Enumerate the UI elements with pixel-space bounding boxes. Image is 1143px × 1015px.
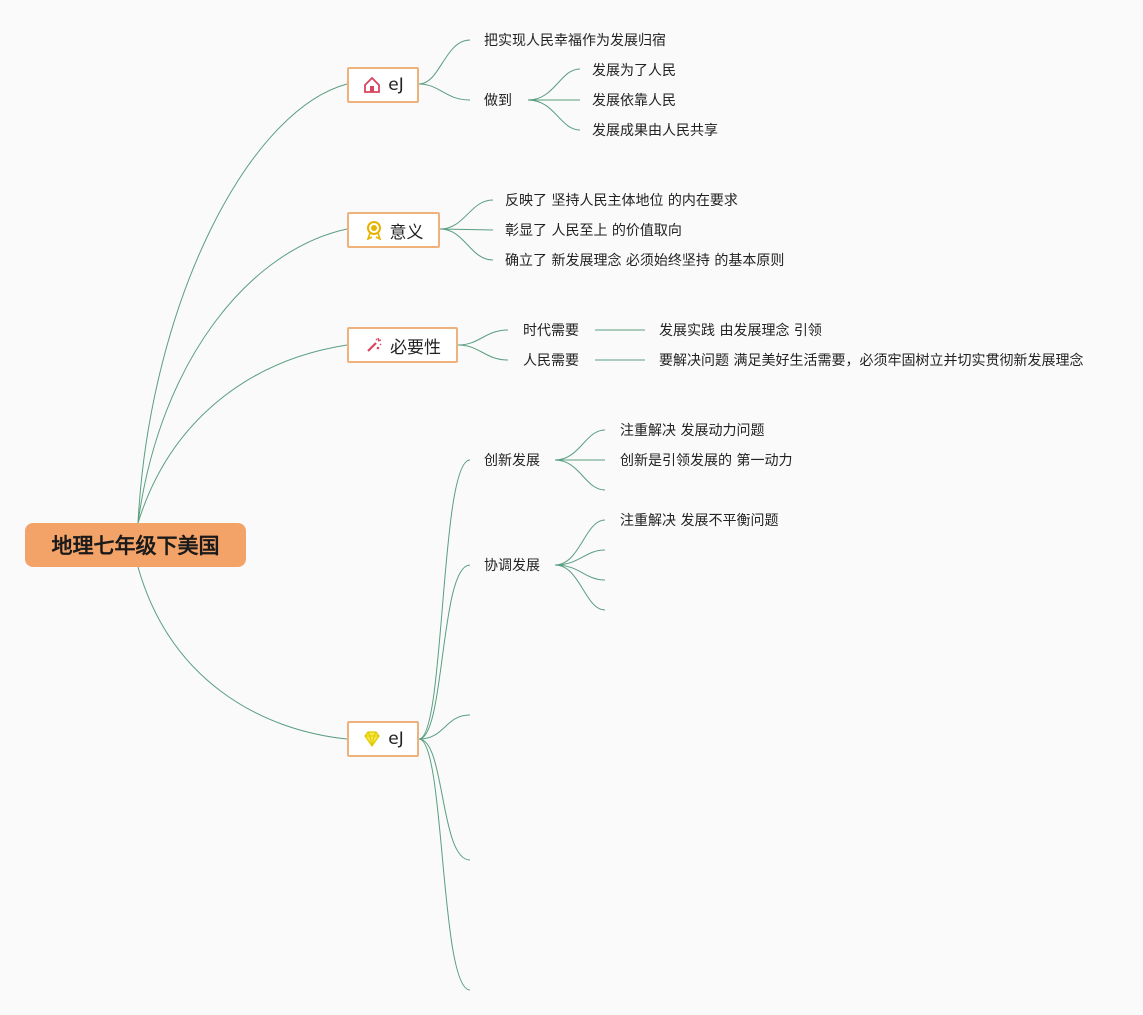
link-b1c2-i3 bbox=[527, 99, 581, 131]
link-b4c2-i2 bbox=[554, 549, 606, 566]
node-b1-c1[interactable]: 把实现人民幸福作为发展归宿 bbox=[484, 33, 666, 49]
link-b3-c1 bbox=[457, 329, 509, 346]
magic-wand-icon bbox=[364, 335, 384, 355]
link-b4c1-i1 bbox=[554, 429, 606, 461]
node-b1-c2-item[interactable]: 发展依靠人民 bbox=[592, 93, 676, 109]
link-root-b3 bbox=[137, 344, 348, 524]
link-b2-i2 bbox=[439, 228, 494, 231]
branch-label: 意义 bbox=[389, 222, 424, 243]
link-b4c2-i1 bbox=[554, 519, 606, 566]
link-b4c2-i4 bbox=[554, 564, 606, 611]
branch-node-4[interactable]: eJ bbox=[347, 721, 419, 757]
branch-label: eJ bbox=[388, 75, 404, 95]
link-b4-c3 bbox=[418, 714, 471, 740]
node-b4-c2[interactable]: 协调发展 bbox=[484, 558, 540, 574]
node-b4-c2-item[interactable]: 注重解决 发展不平衡问题 bbox=[620, 513, 779, 529]
link-b2-i3 bbox=[439, 228, 494, 261]
node-b2-item[interactable]: 反映了 坚持人民主体地位 的内在要求 bbox=[505, 193, 738, 209]
link-b2-i1 bbox=[439, 199, 494, 230]
node-b3-c2[interactable]: 人民需要 bbox=[523, 353, 579, 369]
link-b4c2-i3 bbox=[554, 564, 606, 581]
node-b3-c1-detail[interactable]: 发展实践 由发展理念 引领 bbox=[659, 323, 822, 339]
link-b4-c5 bbox=[418, 738, 471, 991]
link-b4-c4 bbox=[418, 738, 471, 861]
link-b4c1-i3 bbox=[554, 459, 606, 491]
branch-node-1[interactable]: eJ bbox=[347, 67, 419, 103]
node-b2-item[interactable]: 确立了 新发展理念 必须始终坚持 的基本原则 bbox=[505, 253, 785, 269]
node-b1-c2-item[interactable]: 发展成果由人民共享 bbox=[592, 123, 718, 139]
link-b1-c2 bbox=[418, 83, 471, 101]
branch-node-2[interactable]: 意义 bbox=[347, 212, 440, 248]
node-b1-c2[interactable]: 做到 bbox=[484, 93, 512, 109]
medal-icon bbox=[364, 220, 384, 241]
node-b1-c2-item[interactable]: 发展为了人民 bbox=[592, 63, 676, 79]
link-b4-c1 bbox=[418, 459, 471, 740]
branch-label: 必要性 bbox=[390, 337, 441, 358]
diamond-icon bbox=[362, 729, 382, 749]
link-b4-c2 bbox=[418, 564, 471, 740]
node-b4-c1-item[interactable]: 创新是引领发展的 第一动力 bbox=[620, 453, 793, 469]
node-b3-c1[interactable]: 时代需要 bbox=[523, 323, 579, 339]
link-root-b1 bbox=[137, 83, 348, 524]
link-b1-c1 bbox=[418, 39, 471, 85]
node-b4-c1-item[interactable]: 注重解决 发展动力问题 bbox=[620, 423, 765, 439]
root-node[interactable]: 地理七年级下美国 bbox=[25, 523, 246, 567]
branch-node-3[interactable]: 必要性 bbox=[347, 327, 458, 363]
link-b3-c2 bbox=[457, 344, 509, 361]
link-b1c2-i1 bbox=[527, 68, 581, 101]
node-b3-c2-detail[interactable]: 要解决问题 满足美好生活需要，必须牢固树立并切实贯彻新发展理念 bbox=[659, 353, 1084, 369]
node-b4-c1[interactable]: 创新发展 bbox=[484, 453, 540, 469]
root-title: 地理七年级下美国 bbox=[51, 534, 220, 558]
link-root-b4 bbox=[137, 566, 348, 740]
home-icon bbox=[362, 75, 382, 95]
branch-label: eJ bbox=[388, 729, 404, 749]
node-b2-item[interactable]: 彰显了 人民至上 的价值取向 bbox=[505, 223, 682, 239]
link-root-b2 bbox=[137, 228, 348, 524]
